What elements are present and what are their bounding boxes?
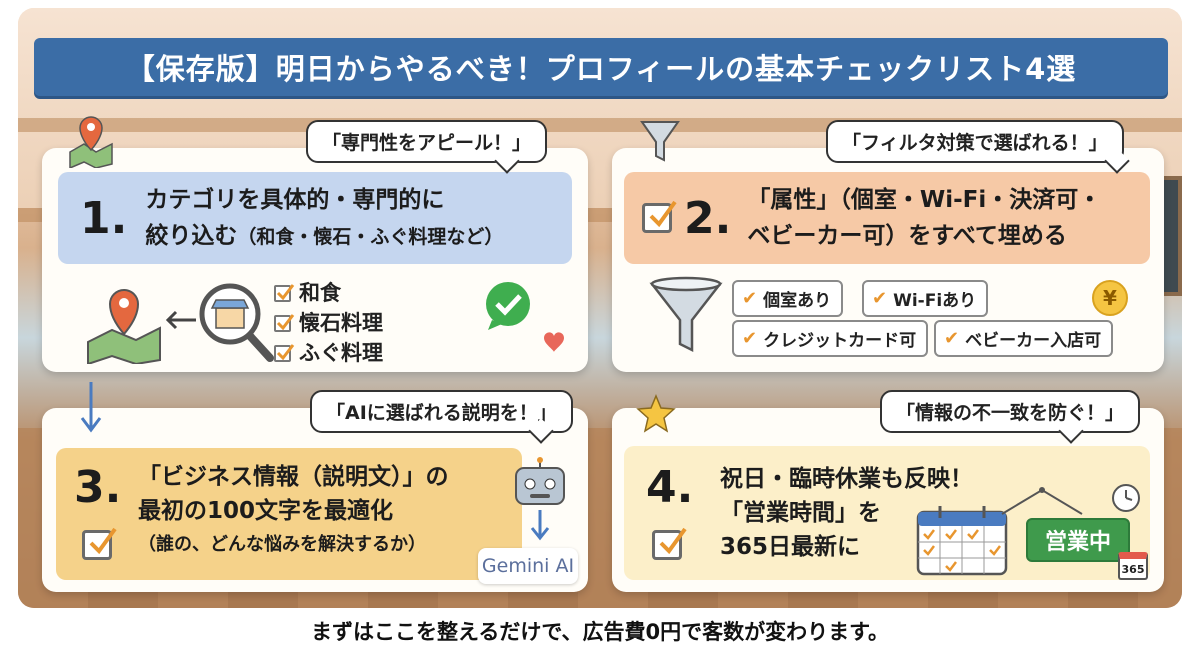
arrow-down-icon bbox=[80, 382, 102, 433]
hanger-hook bbox=[1001, 487, 1083, 515]
gemini-ai-badge: Gemini AI bbox=[478, 548, 578, 584]
list-item-label: 懐石料理 bbox=[299, 311, 383, 335]
card-4-number: 4. bbox=[646, 462, 694, 513]
page-title: 【保存版】明日からやるべき！プロフィールの基本チェックリスト4選 bbox=[125, 52, 1077, 86]
heart-icon bbox=[544, 332, 564, 352]
check-icon: ✔ bbox=[742, 328, 758, 349]
card-4-heading-line2: 「営業時間」を bbox=[720, 500, 881, 526]
card-3-heading-band: 3. 「ビジネス情報（説明文）」の 最初の100文字を最適化 （誰の、どんな悩み… bbox=[56, 448, 522, 580]
footer-caption: まずはここを整えるだけで、広告費0円で客数が変わります。 bbox=[310, 620, 890, 644]
list-item: 懐石料理 bbox=[274, 308, 383, 338]
list-item: 和食 bbox=[274, 278, 383, 308]
card-2-heading: 「属性」（個室・Wi-Fi・決済可・ ベビーカー可）をすべて埋める bbox=[747, 182, 1101, 254]
small-funnel-icon bbox=[640, 121, 680, 162]
map-pin-icon bbox=[69, 116, 113, 168]
filter-tag-label: クレジットカード可 bbox=[763, 331, 917, 351]
yen-coin-icon: ¥ bbox=[1092, 280, 1128, 316]
filter-tag: ✔ベビーカー入店可 bbox=[934, 320, 1114, 357]
star-icon bbox=[636, 394, 676, 433]
card-4-speech-bubble: 「情報の不一致を防ぐ！」 bbox=[880, 390, 1141, 433]
checklist-card-2: 2. 「属性」（個室・Wi-Fi・決済可・ ベビーカー可）をすべて埋める ✔個室… bbox=[612, 148, 1164, 372]
map-icon bbox=[87, 289, 161, 364]
open-sign: 営業中 bbox=[1026, 518, 1130, 562]
filter-tag: ✔個室あり bbox=[732, 280, 844, 317]
card-3-speech-bubble: 「AIに選ばれる説明を！」 bbox=[310, 390, 573, 433]
checkbox-icon bbox=[274, 343, 295, 362]
filter-tag-label: Wi-Fiあり bbox=[893, 291, 977, 311]
checkbox-icon bbox=[642, 200, 677, 233]
checkbox-icon bbox=[652, 527, 687, 560]
card-2-heading-band: 2. 「属性」（個室・Wi-Fi・決済可・ ベビーカー可）をすべて埋める bbox=[624, 172, 1150, 264]
card-3-heading-line2: 最初の100文字を最適化 bbox=[138, 498, 394, 524]
card-1-category-list: 和食 懐石料理 ふぐ料理 bbox=[274, 278, 383, 368]
card-1-heading-note: （和食・懐石・ふぐ料理など） bbox=[237, 225, 504, 248]
list-item: ふぐ料理 bbox=[274, 338, 383, 368]
card-1-number: 1. bbox=[80, 192, 128, 244]
filter-tag: ✔クレジットカード可 bbox=[732, 320, 929, 357]
card-1-heading-main: 絞り込む bbox=[145, 222, 238, 249]
card-1-heading-line1: カテゴリを具体的・専門的に bbox=[145, 186, 445, 213]
clock-icon bbox=[1112, 484, 1140, 512]
card-1-heading-band: 1. カテゴリを具体的・専門的に 絞り込む（和食・懐石・ふぐ料理など） bbox=[58, 172, 572, 264]
list-item-label: ふぐ料理 bbox=[299, 341, 383, 365]
small-calendar-icon: 365 bbox=[1118, 552, 1148, 580]
map-search-illustration bbox=[87, 283, 274, 364]
funnel-icon bbox=[649, 276, 723, 353]
filter-tag-label: ベビーカー入店可 bbox=[965, 331, 1102, 351]
card-3-heading: 「ビジネス情報（説明文）」の 最初の100文字を最適化 （誰の、どんな悩みを解決… bbox=[138, 460, 449, 562]
card-1-speech-bubble: 「専門性をアピール！」 bbox=[306, 120, 548, 163]
magnifier-shop-icon bbox=[199, 283, 274, 362]
checkbox-icon bbox=[274, 283, 295, 302]
card-2-speech-bubble: 「フィルタ対策で選ばれる！」 bbox=[826, 120, 1124, 163]
checklist-card-4: 4. 祝日・臨時休業も反映！ 「営業時間」を 365日最新に 営業中 365 bbox=[612, 408, 1164, 592]
card-2-number: 2. bbox=[684, 192, 732, 244]
card-1-heading: カテゴリを具体的・専門的に 絞り込む（和食・懐石・ふぐ料理など） bbox=[145, 182, 503, 255]
card-4-heading-line1: 祝日・臨時休業も反映！ bbox=[720, 466, 973, 492]
sign-string bbox=[1001, 487, 1083, 515]
arrow-left-icon bbox=[165, 310, 196, 330]
list-item-label: 和食 bbox=[299, 281, 341, 305]
check-heart-icons bbox=[486, 282, 564, 352]
card-4-heading-line3: 365日最新に bbox=[720, 534, 861, 560]
filter-tag: ✔Wi-Fiあり bbox=[862, 280, 989, 317]
check-bubble-icon bbox=[486, 282, 530, 330]
check-icon: ✔ bbox=[872, 288, 888, 309]
checklist-card-3: 3. 「ビジネス情報（説明文）」の 最初の100文字を最適化 （誰の、どんな悩み… bbox=[42, 408, 588, 592]
filter-tag-label: 個室あり bbox=[763, 291, 832, 311]
check-icon: ✔ bbox=[944, 328, 960, 349]
checkbox-icon bbox=[82, 527, 117, 560]
card-2-heading-line1: 「属性」（個室・Wi-Fi・決済可・ bbox=[747, 187, 1102, 213]
calendar-icon bbox=[916, 506, 1008, 576]
card-3-heading-line1: 「ビジネス情報（説明文）」の bbox=[138, 464, 449, 490]
card-3-number: 3. bbox=[74, 462, 122, 513]
card-3-heading-line3: （誰の、どんな悩みを解決するか） bbox=[138, 534, 426, 555]
card-1-heading-line2: 絞り込む（和食・懐石・ふぐ料理など） bbox=[145, 218, 503, 255]
card-4-heading: 祝日・臨時休業も反映！ 「営業時間」を 365日最新に bbox=[720, 462, 973, 564]
title-banner: 【保存版】明日からやるべき！プロフィールの基本チェックリスト4選 bbox=[34, 38, 1168, 96]
card-2-heading-line2: ベビーカー可）をすべて埋める bbox=[747, 223, 1067, 249]
check-icon: ✔ bbox=[742, 288, 758, 309]
checkbox-icon bbox=[274, 313, 295, 332]
card-4-heading-band: 4. 祝日・臨時休業も反映！ 「営業時間」を 365日最新に bbox=[624, 446, 1150, 580]
robot-icon bbox=[515, 457, 565, 541]
checklist-card-1: 1. カテゴリを具体的・専門的に 絞り込む（和食・懐石・ふぐ料理など） 和食 懐… bbox=[42, 148, 588, 372]
